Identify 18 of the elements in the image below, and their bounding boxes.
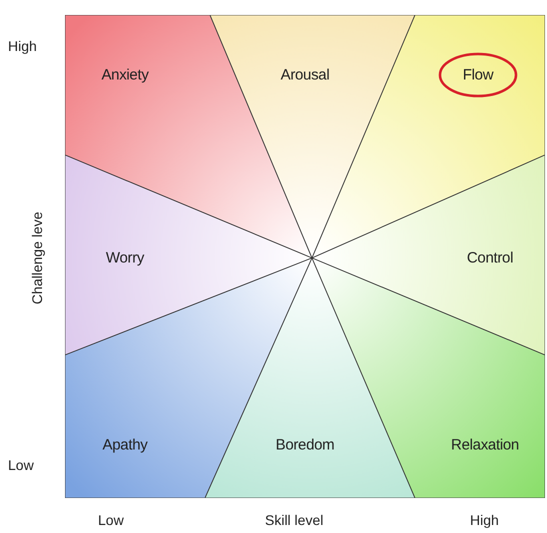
zone-label: Anxiety xyxy=(101,66,149,84)
zone-label: Arousal xyxy=(280,66,330,84)
axis-tick-label: High xyxy=(8,38,37,54)
zone-wedge xyxy=(205,258,415,498)
axis-title: Challenge leve xyxy=(29,212,45,304)
axis-tick-label: High xyxy=(470,512,499,528)
zone-wedge xyxy=(65,155,312,355)
axis-tick-label: Low xyxy=(98,512,124,528)
zone-label: Worry xyxy=(106,250,144,266)
zone-label: Apathy xyxy=(102,436,148,454)
zone-wedge xyxy=(210,15,415,258)
zone-label: Boredom xyxy=(276,436,334,454)
zone-label: Relaxation xyxy=(451,436,519,454)
axis-tick-label: Low xyxy=(8,457,34,473)
axis-title: Skill level xyxy=(265,512,324,528)
zone-wedge xyxy=(312,155,545,355)
zone-label: Flow xyxy=(462,66,494,84)
zone-label: Control xyxy=(466,250,514,266)
